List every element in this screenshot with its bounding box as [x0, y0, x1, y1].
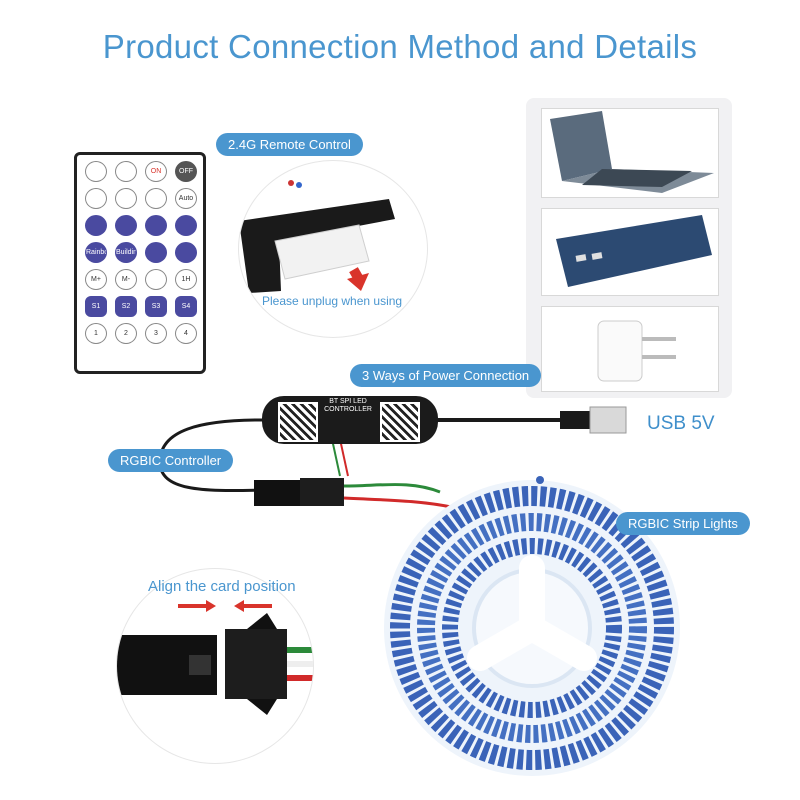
remote-button: 4 [175, 323, 197, 344]
remote-button: OFF [175, 161, 197, 182]
wire-red [287, 675, 313, 681]
remote-button: 1 [85, 323, 107, 344]
jst-connector-left [254, 480, 300, 506]
remote-button [175, 215, 197, 236]
remote-button [85, 188, 107, 209]
power-bank-photo [541, 208, 719, 296]
connector-pin [189, 655, 211, 675]
rgbic-strip-label: RGBIC Strip Lights [616, 512, 750, 535]
controller-print-line1: BT SPI LED [329, 398, 367, 405]
usb-plug-body [560, 411, 590, 429]
connector-latch [247, 613, 277, 629]
wire-white [343, 490, 451, 502]
strip-coil-inner [442, 538, 622, 718]
remote-button: Rainbow [85, 242, 107, 263]
remote-button [85, 215, 107, 236]
arrow-left-icon [234, 600, 244, 612]
rgbic-controller [262, 396, 438, 444]
connector-right [225, 629, 287, 699]
laptop-icon [550, 111, 714, 193]
strip-coil-middle [417, 513, 647, 743]
red-arrow-head-icon [347, 273, 369, 291]
remote-button: S2 [115, 296, 137, 317]
remote-button [145, 269, 167, 290]
rgbic-controller-label: RGBIC Controller [108, 449, 234, 472]
remote-button [175, 242, 197, 263]
reel-center [518, 614, 546, 642]
remote-button: M- [115, 269, 137, 290]
connector-latch [247, 699, 277, 715]
remote-button: Auto [175, 188, 197, 209]
unplug-caption: Please unplug when using [262, 294, 403, 308]
strip-coil-outer [390, 486, 674, 770]
wire-green [287, 647, 313, 653]
align-caption: Align the card position [148, 578, 296, 595]
remote-button: S4 [175, 296, 197, 317]
remote-button: S3 [145, 296, 167, 317]
arrow-right-icon [206, 600, 216, 612]
remote-button [145, 215, 167, 236]
remote-button: Building Blocks [115, 242, 137, 263]
laptop-photo [541, 108, 719, 198]
remote-control-label: 2.4G Remote Control [216, 133, 363, 156]
dot-icon [288, 180, 294, 186]
remote-button: S1 [85, 296, 107, 317]
remote-button [145, 188, 167, 209]
align-illustration [117, 613, 313, 715]
wire-white [287, 661, 313, 667]
remote-button: 1H [175, 269, 197, 290]
usb-adapter-photo [541, 306, 719, 392]
align-detail-circle [116, 568, 314, 764]
remote-button: 2 [115, 323, 137, 344]
arrow-right-shaft [178, 604, 206, 608]
controller-print-line2: CONTROLLER [324, 406, 372, 413]
unplug-detail-circle [238, 160, 428, 338]
qr-code-icon [278, 402, 318, 442]
page-title: Product Connection Method and Details [102, 28, 698, 65]
led-strip-reel [384, 476, 680, 776]
qr-code-icon [380, 402, 420, 442]
usb-plug-metal [589, 406, 627, 434]
power-bank-icon [556, 215, 712, 287]
remote-button [115, 188, 137, 209]
remote-button: ON [145, 161, 167, 182]
wire-green [343, 483, 441, 494]
remote-button: 3 [145, 323, 167, 344]
strip-end-dot [536, 476, 544, 484]
usb-adapter-icon [597, 320, 676, 382]
remote-control: ON OFF AutoRainbow Building BlocksM+ M- 1H S1 S… [74, 152, 206, 374]
remote-button-grid: ON OFF AutoRainbow Building BlocksM+ M- 1H S1 S… [85, 161, 197, 344]
battery-tab-shape [274, 224, 370, 280]
remote-button [115, 161, 137, 182]
remote-button [115, 215, 137, 236]
controller-end-shape [239, 199, 395, 293]
arrow-left-shaft [244, 604, 272, 608]
usb-5v-label: USB 5V [647, 413, 715, 434]
remote-button [145, 242, 167, 263]
remote-button [85, 161, 107, 182]
remote-button: M+ [85, 269, 107, 290]
power-connection-label: 3 Ways of Power Connection [350, 364, 542, 387]
unplug-illustration [239, 180, 395, 293]
controller-print: BT SPI LED CONTROLLER [318, 398, 378, 414]
jst-connector-right [300, 478, 344, 506]
wire-red [343, 496, 457, 510]
dot-icon [296, 182, 302, 188]
